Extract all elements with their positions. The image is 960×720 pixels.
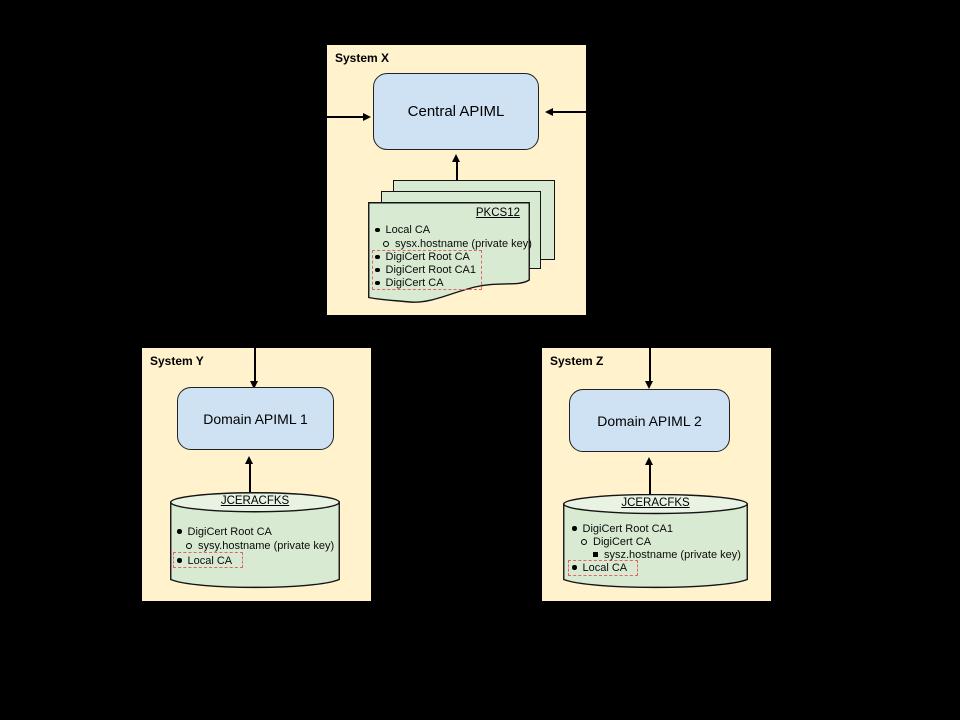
arrow-left-into-central-apiml [327,116,363,118]
arrow-into-domain-apiml-1 [254,348,256,381]
arrow-right-into-central-apiml [549,111,588,113]
cert-list-item: sysy.hostname (private key) [186,539,334,552]
cert-list-item: Local CA [572,561,627,574]
bullet-filled-circle-icon [177,529,182,534]
bullet-filled-circle-icon [375,227,380,233]
cert-label: DigiCert Root CA [385,251,470,263]
cert-label: sysz.hostname (private key) [604,548,741,561]
arrow-pkcs12-to-central-apiml [456,161,458,181]
cert-label: sysy.hostname (private key) [198,539,335,552]
jceracfks-z-title: JCERACFKS [621,497,690,509]
bullet-filled-circle-icon [375,254,380,260]
arrow-into-domain-apiml-2 [649,348,651,381]
system-y-title: System Y [150,354,204,368]
bullet-filled-circle-icon [572,526,577,531]
cert-list-item: DigiCert Root CA [375,251,470,264]
highlighted-certs-outline [372,250,482,290]
bullet-filled-circle-icon [375,267,380,273]
cert-label: Local CA [385,224,431,236]
cert-label: sysx.hostname (private key) [395,237,532,250]
domain-apiml-2-label: Domain APIML 2 [597,412,702,429]
domain-apiml-2-node: Domain APIML 2 [569,389,730,452]
jceracfks-cylinder-y [170,492,340,589]
arrow-jceracfks-to-domain-apiml-1 [249,463,251,492]
central-apiml-label: Central APIML [407,103,505,120]
arrow-jceracfks-to-domain-apiml-2 [649,464,651,494]
cert-list-item: DigiCert Root CA [177,525,272,538]
domain-apiml-1-node: Domain APIML 1 [177,387,334,450]
system-z-title: System Z [550,354,604,368]
cert-label: Local CA [582,561,628,574]
highlighted-certs-outline [568,560,638,576]
highlighted-certs-outline [173,552,243,568]
cert-label: Local CA [187,554,233,567]
cert-label: DigiCert CA [385,277,444,289]
cert-label: DigiCert CA [593,535,652,548]
central-apiml-node: Central APIML [373,73,539,150]
arrowhead-up-icon [645,457,653,465]
bullet-filled-circle-icon [572,565,577,570]
arrowhead-down-icon [645,381,653,389]
cert-list-item: DigiCert CA [375,277,444,290]
jceracfks-keystore-y: JCERACFKS DigiCert Root CA sysy.hostname… [170,492,340,592]
pkcs12-keystore-title: PKCS12 [475,207,520,219]
arrowhead-up-icon [452,154,460,162]
bullet-filled-circle-icon [375,280,380,286]
pkcs12-document-shape [368,202,530,303]
cert-list-item: sysz.hostname (private key) [593,548,741,561]
bullet-hollow-circle-icon [581,538,587,545]
cert-list-item: DigiCert Root CA1 [375,264,476,277]
jceracfks-cylinder-z [563,494,748,589]
cert-list-item: Local CA [375,224,430,237]
jceracfks-keystore-z: JCERACFKS DigiCert Root CA1 DigiCert CA … [563,494,748,592]
arrowhead-right-icon [363,112,371,121]
cert-label: DigiCert Root CA [187,525,272,538]
pkcs12-keystore: PKCS12 Local CA sysx.hostname (private k… [368,202,532,306]
arrowhead-down-icon [250,381,258,389]
cert-list-item: DigiCert Root CA1 [572,522,673,535]
bullet-hollow-circle-icon [383,240,389,247]
arrowhead-up-icon [245,456,253,464]
cert-list-item: DigiCert CA [581,535,651,548]
cert-list-item: sysx.hostname (private key) [383,237,532,250]
bullet-filled-square-icon [593,552,598,557]
arrowhead-left-icon [545,107,553,116]
system-x-title: System X [335,51,390,65]
jceracfks-y-title: JCERACFKS [220,495,290,507]
cert-label: DigiCert Root CA1 [582,522,673,535]
bullet-hollow-circle-icon [186,542,192,549]
cert-list-item: Local CA [177,554,232,567]
bullet-filled-circle-icon [177,558,182,563]
domain-apiml-1-label: Domain APIML 1 [203,410,308,427]
cert-label: DigiCert Root CA1 [385,264,476,276]
